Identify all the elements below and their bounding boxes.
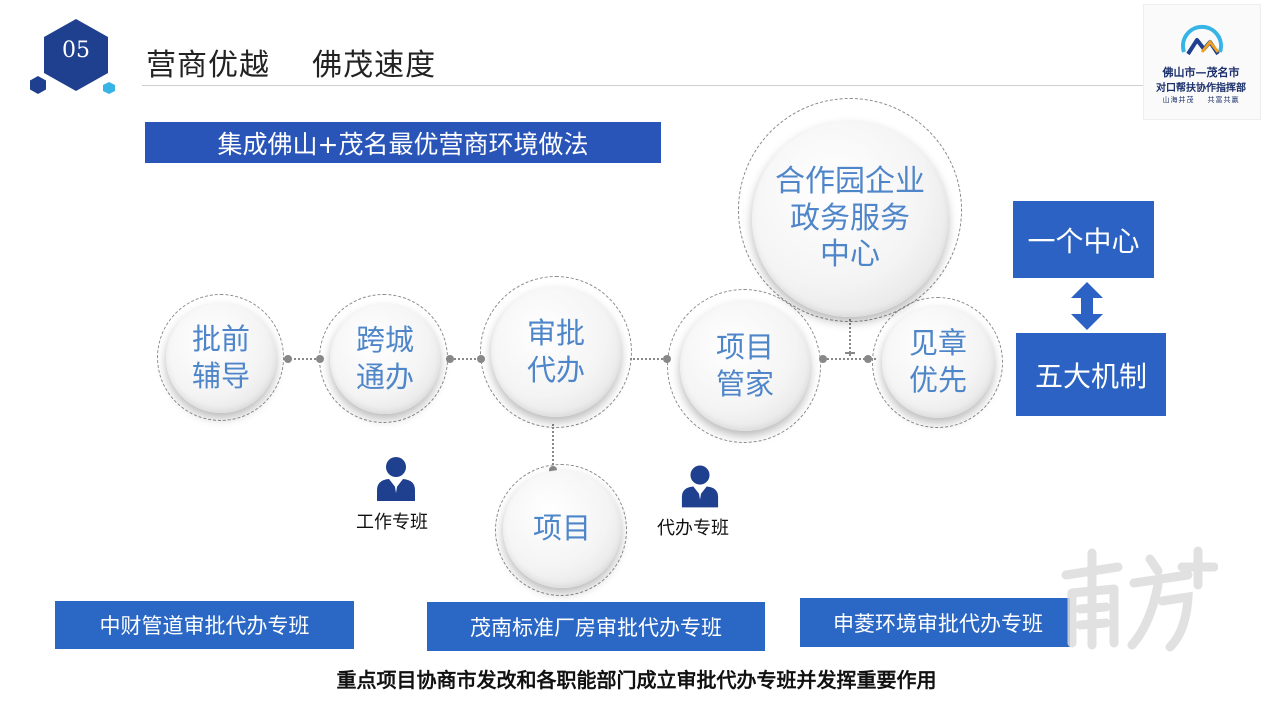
connector-dot xyxy=(819,355,827,363)
small-hexagon-icon xyxy=(103,82,115,94)
logo-line-2: 对口帮扶协作指挥部 xyxy=(1156,83,1246,94)
small-hexagon-icon xyxy=(30,76,46,94)
node-ring xyxy=(495,464,627,596)
one-center-box: 一个中心 xyxy=(1013,201,1154,278)
node-ring xyxy=(157,294,284,421)
node-project-steward: 项目 管家 xyxy=(680,301,810,431)
connector-dot xyxy=(446,355,454,363)
node-cross-city-service: 跨城 通办 xyxy=(330,304,440,414)
node-label: 项目 xyxy=(532,511,591,546)
work-team-label: 工作专班 xyxy=(356,512,428,533)
connector-dot xyxy=(284,355,292,363)
logo-panel xyxy=(1143,4,1261,120)
hexagon-badge xyxy=(44,19,108,91)
node-ring xyxy=(319,294,448,423)
node-ring xyxy=(667,289,821,443)
connector-tick xyxy=(845,352,855,354)
section-number: 05 xyxy=(62,38,90,63)
team-box-1: 中财管道审批代办专班 xyxy=(55,601,354,649)
agency-team-label: 代办专班 xyxy=(657,518,729,539)
node-label: 审批 代办 xyxy=(526,315,585,387)
team-box-3: 申菱环境审批代办专班 xyxy=(800,598,1070,647)
node-ring xyxy=(480,276,632,428)
node-government-service-center: 合作园企业 政务服务 中心 xyxy=(752,121,948,317)
connector-line xyxy=(849,300,851,356)
node-label: 合作园企业 政务服务 中心 xyxy=(775,164,925,273)
node-project: 项目 xyxy=(503,470,621,588)
node-label: 批前 辅导 xyxy=(191,321,250,393)
double-arrow-icon xyxy=(1071,282,1103,330)
node-label: 跨城 通办 xyxy=(355,322,414,394)
connector-line xyxy=(820,358,876,360)
node-ring xyxy=(738,98,962,322)
logo-emblem-icon xyxy=(1181,24,1223,56)
practice-banner: 集成佛山+茂名最优营商环境做法 xyxy=(145,122,661,163)
connector-dot xyxy=(864,355,872,363)
connector-line xyxy=(630,358,670,360)
connector-line xyxy=(283,358,323,360)
logo-line-3: 山海并茂 共富共赢 xyxy=(1162,96,1240,104)
watermark-logo xyxy=(1061,546,1218,652)
logo-line-1: 佛山市—茂名市 xyxy=(1162,66,1240,79)
node-pre-approval-guidance: 批前 辅导 xyxy=(166,303,276,413)
person-icon xyxy=(681,465,719,508)
node-label: 见章 优先 xyxy=(908,325,967,397)
page-title: 营商优越 佛茂速度 xyxy=(146,48,437,83)
five-mechanisms-box: 五大机制 xyxy=(1016,333,1166,416)
connector-line xyxy=(446,358,484,360)
node-seal-priority: 见章 优先 xyxy=(882,306,994,418)
team-box-2: 茂南标准厂房审批代办专班 xyxy=(427,602,765,651)
person-icon xyxy=(377,457,415,501)
node-ring xyxy=(872,297,1003,428)
bottom-caption: 重点项目协商市发改和各职能部门成立审批代办专班并发挥重要作用 xyxy=(336,668,937,692)
header-divider xyxy=(142,85,1147,86)
node-label: 项目 管家 xyxy=(715,329,774,401)
connector-line xyxy=(552,424,554,472)
node-approval-agency: 审批 代办 xyxy=(491,287,621,417)
